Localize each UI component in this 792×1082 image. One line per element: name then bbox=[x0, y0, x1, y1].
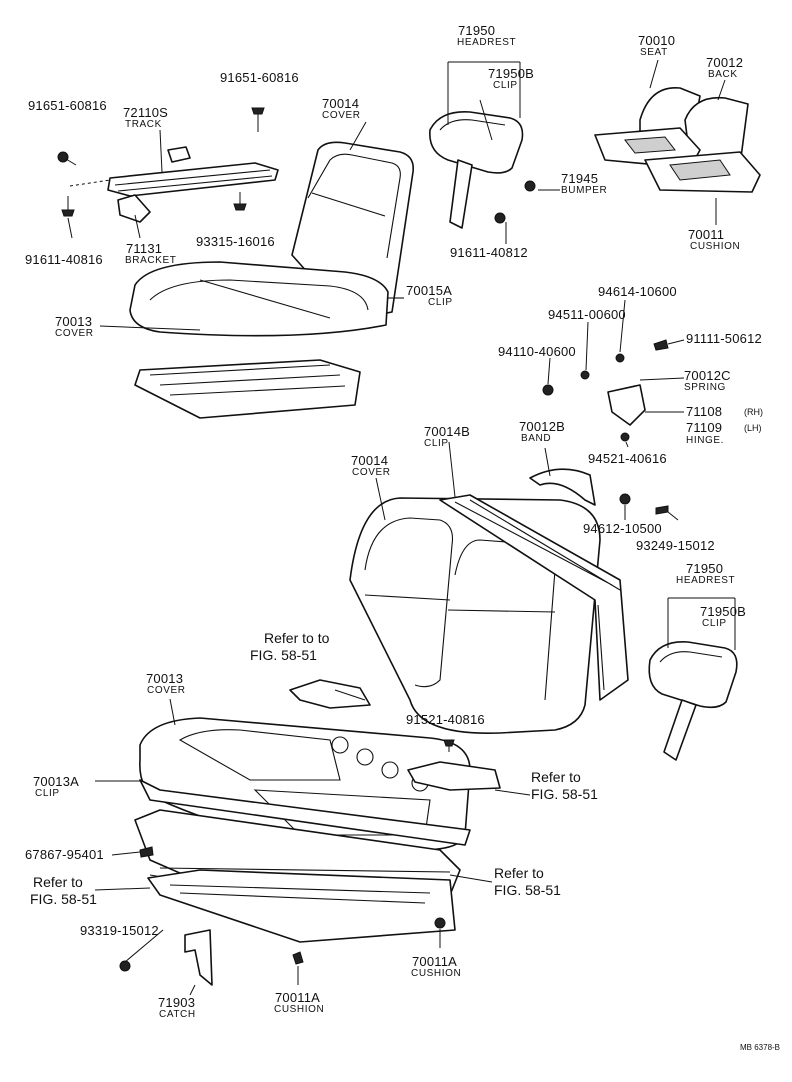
reference-3-line2: FIG. 58-51 bbox=[494, 882, 561, 898]
part-70011-number: 70011 bbox=[688, 227, 725, 242]
pin-67867 bbox=[139, 846, 154, 858]
part-71950b-top-number: 71950B bbox=[488, 66, 535, 81]
reference-4-line2: FIG. 58-51 bbox=[30, 891, 97, 907]
part-93315-number: 93315-16016 bbox=[196, 234, 275, 249]
part-94614-number: 94614-10600 bbox=[598, 284, 677, 299]
bolt-93315 bbox=[233, 192, 247, 211]
part-70013-bottom-name: COVER bbox=[147, 685, 186, 696]
part-91651-left-number: 91651-60816 bbox=[28, 98, 107, 113]
reference-3-line1: Refer to bbox=[494, 865, 544, 881]
part-71108-number: 71108 bbox=[686, 404, 723, 419]
part-71945-number: 71945 bbox=[561, 171, 599, 186]
part-70012c-name: SPRING bbox=[684, 382, 726, 393]
catch-71903 bbox=[184, 929, 213, 986]
reference-4-line1: Refer to bbox=[33, 874, 83, 890]
part-71950b-bottom-name: CLIP bbox=[702, 618, 727, 629]
reference-2-line1: Refer to bbox=[531, 769, 581, 785]
part-70010-number: 70010 bbox=[638, 33, 676, 48]
part-70010-name: SEAT bbox=[640, 47, 668, 58]
part-70015a-name: CLIP bbox=[428, 297, 453, 308]
part-71950-bottom-number: 71950 bbox=[686, 561, 724, 576]
part-71131-name: BRACKET bbox=[125, 255, 177, 266]
reference-1-line1: Refer to to bbox=[264, 630, 330, 646]
part-71950-top-number: 71950 bbox=[458, 23, 496, 38]
part-70012c-number: 70012C bbox=[684, 368, 731, 383]
part-71950b-bottom-number: 71950B bbox=[700, 604, 747, 619]
part-91521-number: 91521-40816 bbox=[406, 712, 485, 727]
headrest-top-drawing bbox=[429, 61, 524, 229]
headrest-bottom-drawing bbox=[648, 597, 738, 761]
leader-lines bbox=[67, 99, 679, 996]
part-70013-top-number: 70013 bbox=[55, 314, 93, 329]
bolt-91651-top bbox=[251, 107, 265, 132]
part-71131-number: 71131 bbox=[126, 241, 163, 256]
part-94110-number: 94110-40600 bbox=[498, 344, 576, 359]
hinge-label: HINGE. bbox=[686, 435, 725, 446]
part-94521-number: 94521-40616 bbox=[588, 451, 667, 466]
bumper-71945 bbox=[524, 180, 536, 192]
part-70014-mid-number: 70014 bbox=[351, 453, 389, 468]
part-70011a-right-number: 70011A bbox=[412, 954, 458, 969]
part-94612-number: 94612-10500 bbox=[583, 521, 662, 536]
part-70013-bottom-number: 70013 bbox=[146, 671, 184, 686]
part-70014-mid-name: COVER bbox=[352, 467, 391, 478]
part-91611-mid-number: 91611-40812 bbox=[450, 245, 528, 260]
part-70012-number: 70012 bbox=[706, 55, 744, 70]
part-70012b-number: 70012B bbox=[519, 419, 566, 434]
bench-cushion-drawing bbox=[134, 717, 471, 943]
part-70013a-number: 70013A bbox=[33, 774, 80, 789]
part-70013a-name: CLIP bbox=[35, 788, 60, 799]
part-71108-side: (RH) bbox=[744, 407, 763, 417]
reference-2-line2: FIG. 58-51 bbox=[531, 786, 598, 802]
part-91651-top-number: 91651-60816 bbox=[220, 70, 299, 85]
bolt-91611-left bbox=[61, 196, 75, 217]
part-70011a-right-name: CUSHION bbox=[411, 968, 462, 979]
bench-seat-thumbnail bbox=[594, 59, 761, 225]
bolt-91611-mid bbox=[494, 212, 506, 224]
bench-back-drawing bbox=[349, 494, 629, 735]
part-72110s-name: TRACK bbox=[125, 119, 162, 130]
hinge-cluster-drawing bbox=[529, 339, 685, 515]
rail-bracket-right bbox=[407, 761, 501, 791]
part-72110s-number: 72110S bbox=[123, 105, 169, 120]
bolt-91521 bbox=[443, 739, 455, 752]
part-71950-bottom-name: HEADREST bbox=[676, 575, 736, 586]
reference-1-line2: FIG. 58-51 bbox=[250, 647, 317, 663]
part-71950-top-name: HEADREST bbox=[457, 37, 517, 48]
part-91111-number: 91111-50612 bbox=[686, 331, 762, 346]
cushion-pad-70011a-right bbox=[434, 917, 446, 929]
part-70014-top-name: COVER bbox=[322, 110, 361, 121]
part-93319-number: 93319-15012 bbox=[80, 923, 159, 938]
part-71109-number: 71109 bbox=[686, 420, 723, 435]
part-71903-name: CATCH bbox=[159, 1009, 196, 1020]
part-91611-left-number: 91611-40816 bbox=[25, 252, 103, 267]
part-70011-name: CUSHION bbox=[690, 241, 741, 252]
cushion-pad-70011a-left bbox=[292, 951, 304, 965]
rail-bracket-left bbox=[289, 679, 371, 709]
part-71950b-top-name: CLIP bbox=[493, 80, 518, 91]
part-71109-side: (LH) bbox=[744, 423, 762, 433]
part-70011a-left-number: 70011A bbox=[275, 990, 321, 1005]
bolt-93319 bbox=[119, 960, 131, 972]
part-70013-top-name: COVER bbox=[55, 328, 94, 339]
drawing-code: MB 6378-B bbox=[740, 1043, 781, 1052]
part-67867-number: 67867-95401 bbox=[25, 847, 104, 862]
seat-track-drawing bbox=[69, 146, 279, 223]
part-93249-number: 93249-15012 bbox=[636, 538, 715, 553]
part-71945-name: BUMPER bbox=[561, 185, 608, 196]
front-seat-drawing bbox=[129, 141, 415, 419]
part-70014b-name: CLIP bbox=[424, 438, 449, 449]
part-94511-number: 94511-00600 bbox=[548, 307, 626, 322]
part-70012b-name: BAND bbox=[521, 433, 552, 444]
part-70015a-number: 70015A bbox=[406, 283, 453, 298]
bolt-91651-left bbox=[57, 151, 77, 166]
part-70011a-left-name: CUSHION bbox=[274, 1004, 325, 1015]
part-70012-name: BACK bbox=[708, 69, 738, 80]
part-70014b-number: 70014B bbox=[424, 424, 471, 439]
part-71903-number: 71903 bbox=[158, 995, 196, 1010]
part-70014-top-number: 70014 bbox=[322, 96, 360, 111]
